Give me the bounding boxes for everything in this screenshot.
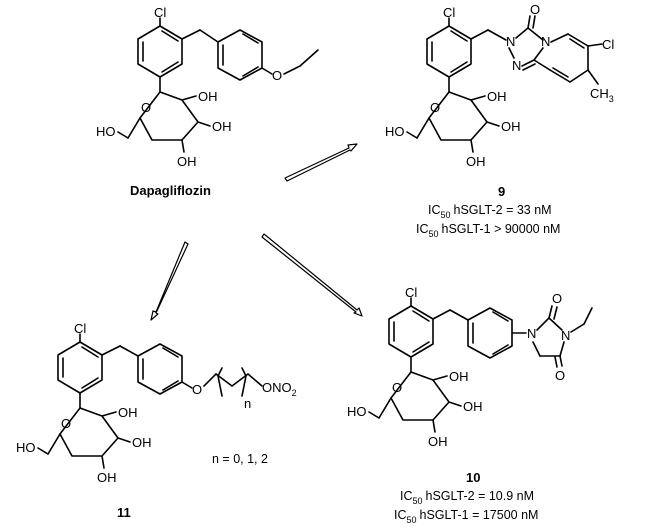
compound-11-number: 11 bbox=[117, 505, 131, 520]
compound-10-structure: Cl N O N O O OH OH OH HO bbox=[347, 285, 593, 449]
dapagliflozin-structure: Cl O O OH OH OH HO bbox=[96, 5, 319, 169]
c10-ho-label: HO bbox=[347, 404, 367, 419]
arrow-to-11 bbox=[150, 241, 189, 321]
c11-cl-label: Cl bbox=[74, 321, 86, 336]
compound-9-number: 9 bbox=[498, 184, 505, 199]
dapa-cl-label: Cl bbox=[154, 5, 166, 20]
c10-ring-o: O bbox=[392, 380, 402, 395]
c9-cl-label: Cl bbox=[443, 5, 455, 20]
dapa-ring-o: O bbox=[141, 100, 151, 115]
dapa-oh-2: OH bbox=[212, 119, 232, 134]
c10-cl-label: Cl bbox=[405, 285, 417, 300]
c11-nitrate-sub: 2 bbox=[292, 388, 297, 398]
c10-oh-1: OH bbox=[449, 369, 469, 384]
c11-ho-label: HO bbox=[16, 440, 36, 455]
c10-n2: N bbox=[561, 328, 570, 343]
c10-n1: N bbox=[527, 326, 536, 341]
c11-ring-o: O bbox=[61, 416, 71, 431]
c11-nitrate: ONO2 bbox=[262, 380, 297, 398]
c9-n2: N bbox=[541, 34, 550, 49]
c10-oh-3: OH bbox=[428, 434, 448, 449]
c10-o2: O bbox=[555, 368, 565, 383]
c9-ho-label: HO bbox=[385, 124, 405, 139]
dapa-oh-3: OH bbox=[177, 154, 197, 169]
dapa-oh-1: OH bbox=[198, 89, 218, 104]
c9-methyl: CH3 bbox=[590, 86, 614, 104]
c11-nitrate-main: ONO bbox=[262, 380, 292, 395]
c9-oh-2: OH bbox=[501, 119, 521, 134]
c9-oh-3: OH bbox=[466, 154, 486, 169]
c9-n1: N bbox=[506, 34, 515, 49]
c9-n3: N bbox=[512, 58, 521, 73]
compound-9-structure: Cl N O N N Cl CH3 O OH OH bbox=[385, 2, 614, 169]
dapa-ether-o: O bbox=[272, 68, 282, 83]
c9-oh-1: OH bbox=[487, 89, 507, 104]
c10-oh-2: OH bbox=[463, 399, 483, 414]
c9-methyl-sub: 3 bbox=[609, 94, 614, 104]
compound-11-structure: Cl O ONO2 n O OH OH OH HO bbox=[16, 321, 297, 485]
c9-ring-o: O bbox=[430, 100, 440, 115]
c11-oh-3: OH bbox=[97, 470, 117, 485]
c9-cl2-label: Cl bbox=[602, 37, 614, 52]
c10-o1: O bbox=[552, 291, 562, 306]
arrow-to-9 bbox=[284, 143, 358, 182]
dapa-ho-label: HO bbox=[96, 124, 116, 139]
compound-10-number: 10 bbox=[466, 470, 480, 485]
compound-11-n-values: n = 0, 1, 2 bbox=[212, 452, 268, 466]
c11-repeat-n: n bbox=[244, 396, 251, 411]
c11-oh-1: OH bbox=[118, 405, 138, 420]
c11-ether-o: O bbox=[192, 382, 202, 397]
c11-oh-2: OH bbox=[132, 435, 152, 450]
dapagliflozin-name: Dapagliflozin bbox=[130, 183, 211, 198]
c9-methyl-main: CH bbox=[590, 86, 609, 101]
arrow-to-10 bbox=[261, 233, 363, 317]
c9-carbonyl-o: O bbox=[530, 2, 540, 17]
